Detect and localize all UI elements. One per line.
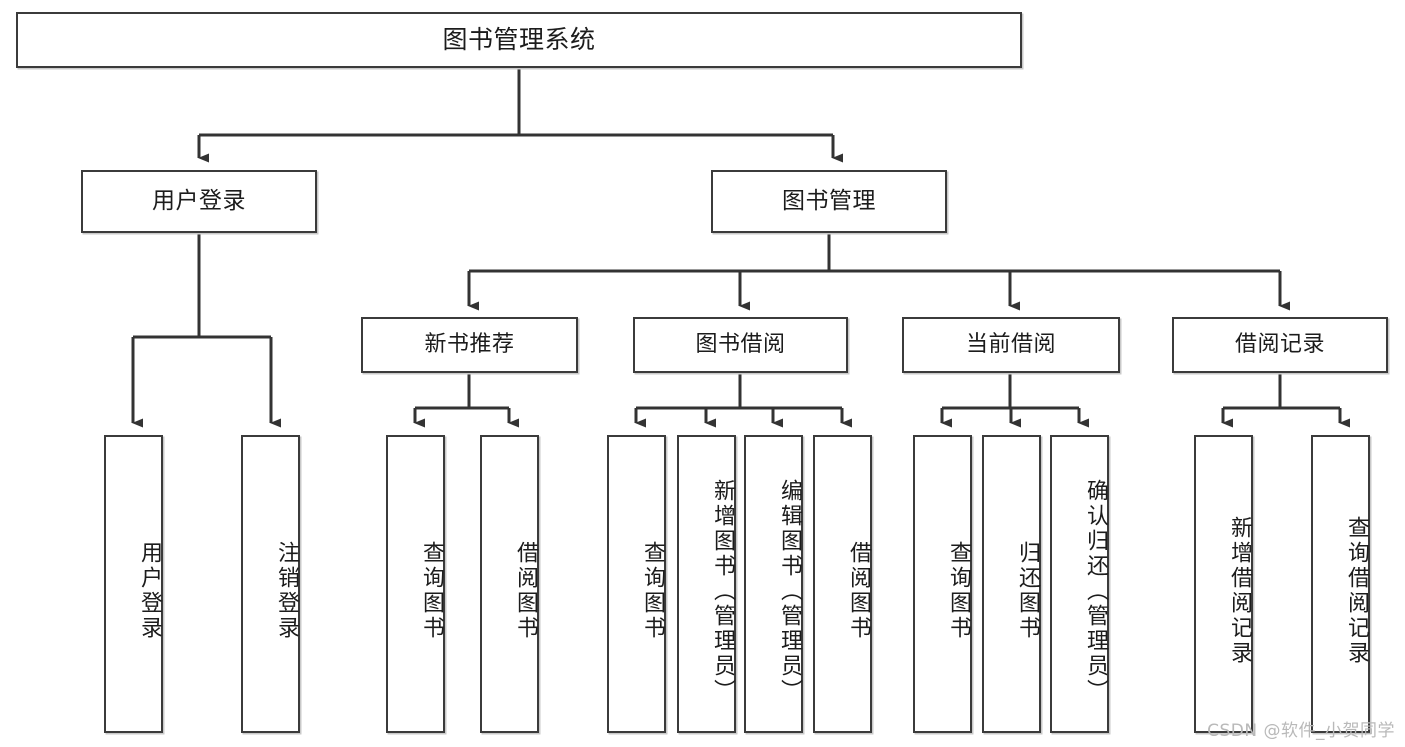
leaf-query-borrow-record[interactable]: 查询借阅记录 [1311,435,1370,733]
node-label: 图书管理 [782,187,876,214]
node-label: 注销登录 [274,541,299,641]
node-label: 新书推荐 [424,332,515,358]
csdn-watermark: CSDN @软件_小贺同学 [1207,721,1395,741]
leaf-query-book-recommend[interactable]: 查询图书 [386,435,445,733]
leaf-edit-book[interactable]: 编辑图书（管理员） [744,435,803,733]
node-book-management[interactable]: 图书管理 [711,170,947,233]
leaf-add-book[interactable]: 新增图书（管理员） [677,435,736,733]
leaf-borrow-book[interactable]: 借阅图书 [813,435,872,733]
node-user-login[interactable]: 用户登录 [81,170,317,233]
leaf-borrow-book-recommend[interactable]: 借阅图书 [480,435,539,733]
node-label: 查询图书 [946,541,971,641]
leaf-confirm-return[interactable]: 确认归还（管理员） [1050,435,1109,733]
leaf-return-book[interactable]: 归还图书 [982,435,1041,733]
node-label: 借阅图书 [513,541,538,641]
node-label: 借阅图书 [846,541,871,641]
node-label: 新增图书（管理员） [710,478,735,704]
leaf-query-book-current[interactable]: 查询图书 [913,435,972,733]
leaf-add-borrow-record[interactable]: 新增借阅记录 [1194,435,1253,733]
leaf-user-logout[interactable]: 注销登录 [241,435,300,733]
node-label: 图书借阅 [695,332,786,358]
node-label: 当前借阅 [965,332,1056,358]
node-label: 确认归还（管理员） [1083,478,1108,704]
node-borrow-record[interactable]: 借阅记录 [1172,317,1388,373]
node-root-book-management-system[interactable]: 图书管理系统 [16,12,1022,68]
node-label: 查询借阅记录 [1344,516,1369,666]
node-current-borrow[interactable]: 当前借阅 [902,317,1120,373]
node-label: 查询图书 [419,541,444,641]
node-label: 查询图书 [640,541,665,641]
node-label: 归还图书 [1015,541,1040,641]
node-label: 新增借阅记录 [1227,516,1252,666]
node-label: 用户登录 [137,541,162,641]
node-label: 用户登录 [152,187,246,214]
node-label: 编辑图书（管理员） [777,478,802,704]
leaf-user-login[interactable]: 用户登录 [104,435,163,733]
node-label: 借阅记录 [1234,332,1325,358]
node-book-borrow[interactable]: 图书借阅 [633,317,848,373]
leaf-query-book-borrow[interactable]: 查询图书 [607,435,666,733]
node-label: 图书管理系统 [442,25,596,55]
node-new-book-recommend[interactable]: 新书推荐 [361,317,578,373]
